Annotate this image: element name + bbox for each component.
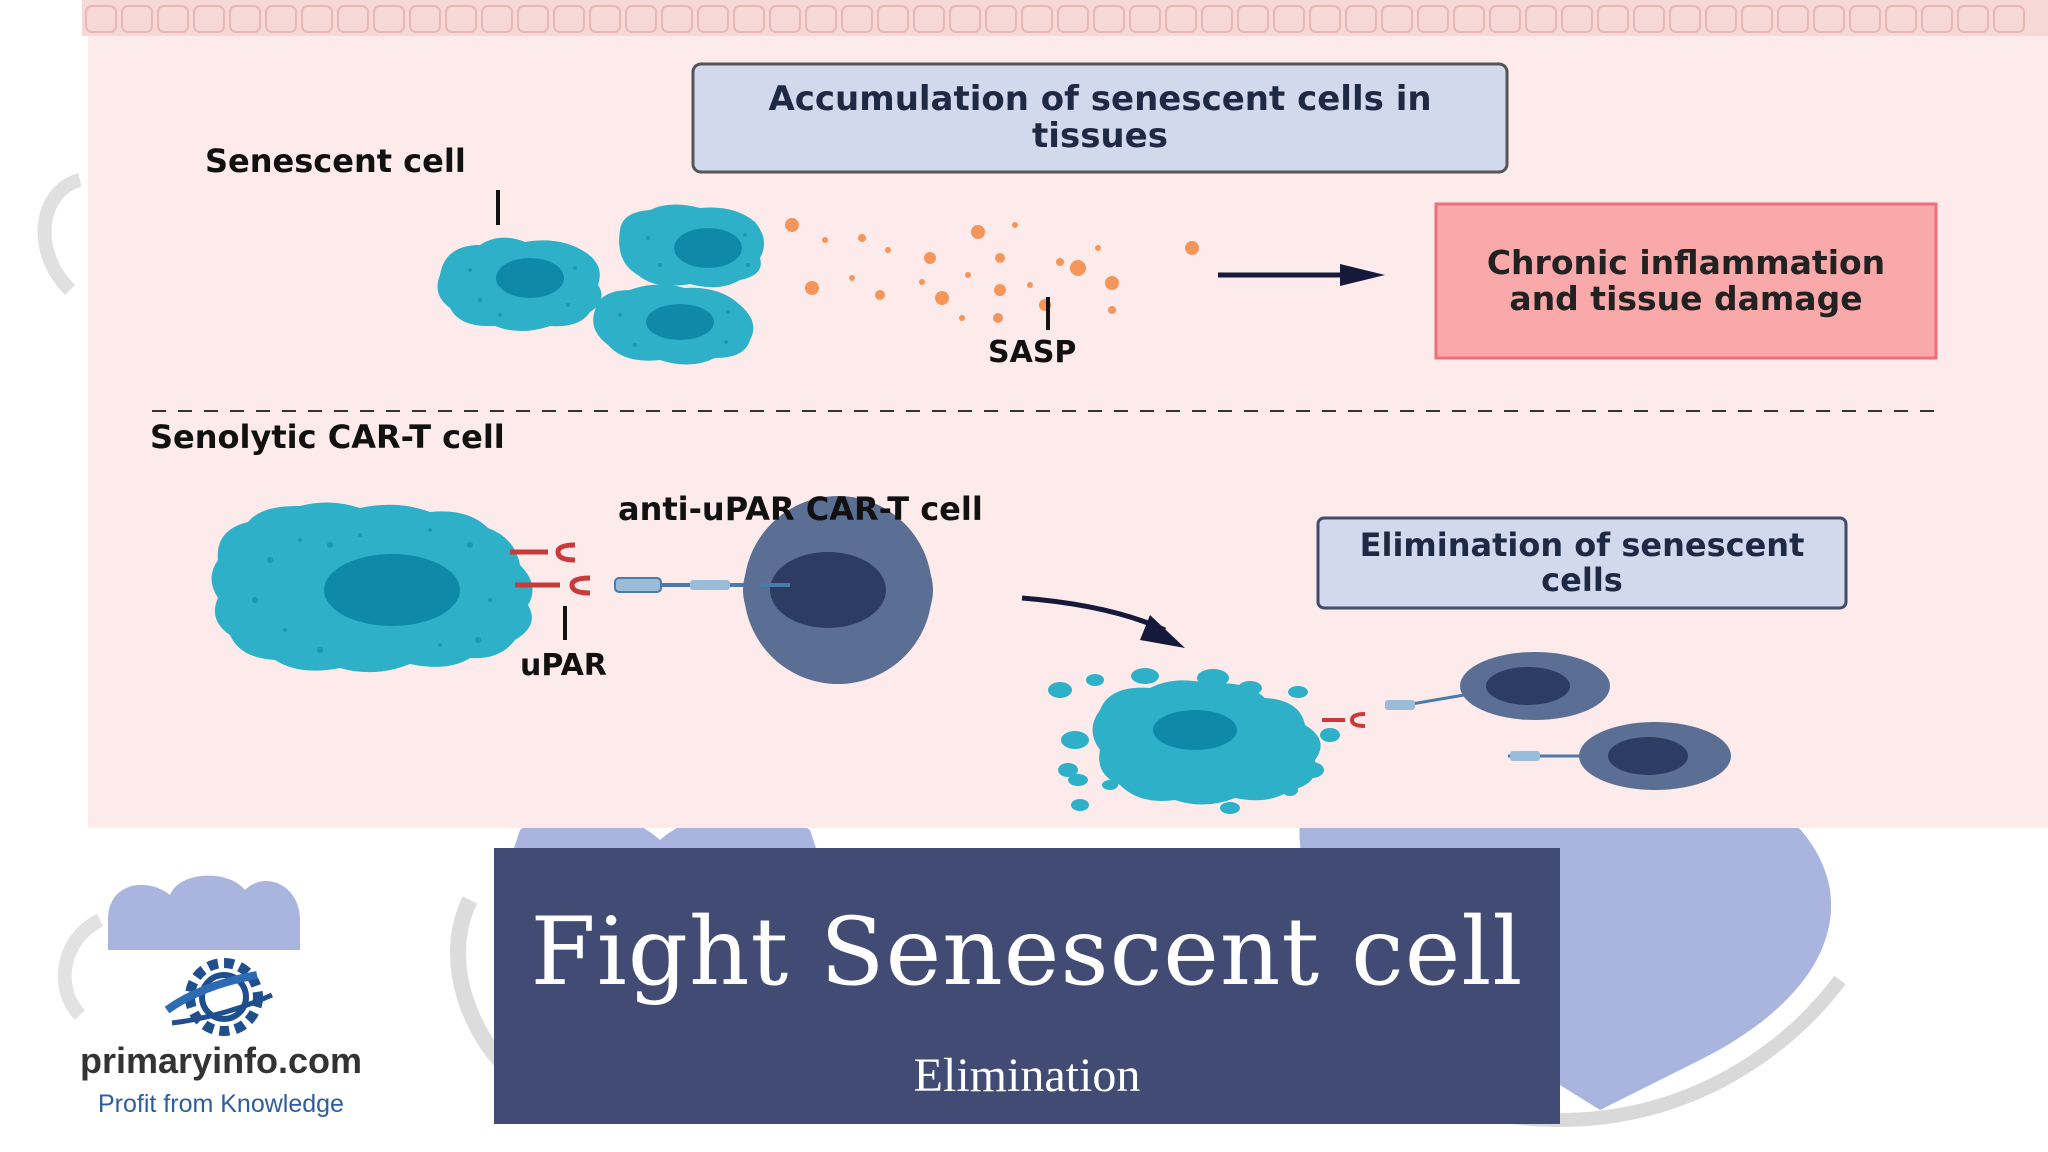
arrow-right-icon [1340,264,1385,286]
gear-globe-icon [164,958,274,1036]
car-t-label: anti-uPAR CAR-T cell [618,490,983,528]
senescent-cell-2 [619,204,764,288]
senescent-cell-1 [437,237,602,331]
senescent-cell-3 [593,284,754,365]
upar-label: uPAR [520,648,607,683]
logo-brand: primaryinfo.com [80,1040,363,1081]
slide-title: Fight Senescent cell [530,898,1524,1007]
tissue-border-strip [82,0,2048,36]
car-t-cell-small-2 [1508,722,1731,790]
dying-cell-receptor [1322,712,1366,728]
title-banner: Fight Senescent cell Elimination [494,848,1560,1124]
accumulation-box [691,62,1509,174]
accumulation-title: Accumulation of senescent cells in tissu… [768,78,1432,156]
heart-decoration-right [1299,738,1832,1110]
sasp-particles [785,218,1199,323]
senescent-cell-label: Senescent cell [205,142,466,180]
chronic-inflammation-box [1434,202,1938,360]
sasp-label: SASP [988,335,1077,370]
elimination-box [1316,516,1848,610]
heart-decoration-logo [108,875,300,950]
upar-receptor-icon [510,542,591,596]
logo-tagline: Profit from Knowledge [98,1090,344,1118]
car-t-cell [743,496,933,684]
large-senescent-cell [211,502,533,673]
car-t-cell-small-1 [1385,652,1610,720]
slide-subtitle: Elimination [913,1049,1141,1102]
elimination-label: Elimination of senescent cells [1359,525,1805,599]
chronic-inflammation-label: Chronic inflammation and tissue damage [1486,242,1886,318]
apoptotic-cell [1048,668,1340,814]
curved-arrow-icon [1140,615,1185,648]
section-label: Senolytic CAR-T cell [150,418,505,456]
